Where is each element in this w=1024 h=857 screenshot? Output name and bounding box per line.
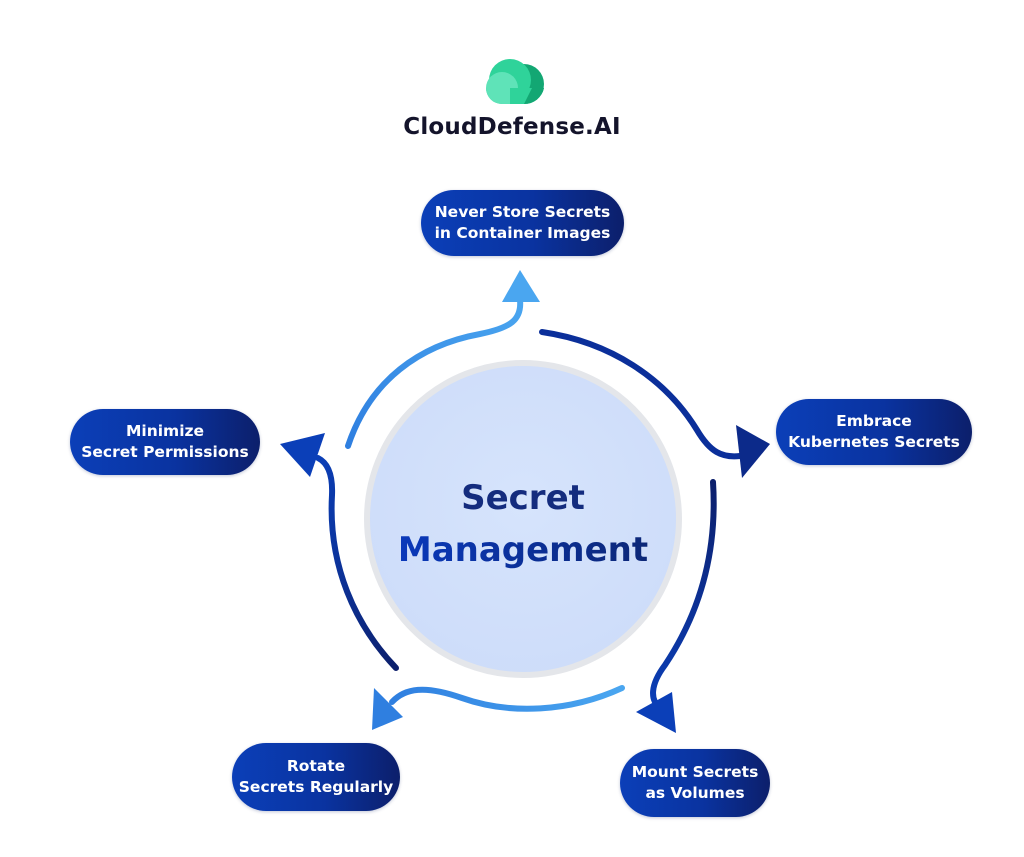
cloud-icon [486, 59, 544, 105]
arrow-to-embrace [539, 329, 743, 460]
step-label-line2: as Volumes [645, 784, 745, 802]
center-title: Secret Management [370, 472, 676, 576]
arrow-head-mount [636, 692, 676, 733]
step-label-line2: Secret Permissions [81, 443, 249, 461]
arrow-head-embrace [736, 425, 770, 478]
step-label-line1: Minimize [125, 422, 205, 440]
step-label-line1: Mount Secrets [631, 763, 759, 781]
step-label-line1: Never Store Secrets [434, 203, 611, 221]
step-rotate: Rotate Secrets Regularly [232, 743, 400, 811]
brand-name: CloudDefense.AI [403, 114, 621, 140]
arrow-head-rotate [372, 688, 403, 730]
center-title-line1: Secret [461, 478, 585, 518]
step-minimize: Minimize Secret Permissions [70, 409, 260, 475]
center-title-line2: Management [370, 524, 676, 576]
step-embrace-k8s: Embrace Kubernetes Secrets [776, 399, 972, 465]
step-label-line1: Embrace [836, 412, 912, 430]
step-label-line2: Kubernetes Secrets [788, 433, 960, 451]
arrow-to-never-store [345, 297, 524, 449]
step-never-store: Never Store Secrets in Container Images [421, 190, 624, 256]
arrow-head-never-store [502, 270, 540, 302]
step-label-line1: Rotate [286, 757, 346, 775]
arrow-head-minimize [280, 433, 325, 477]
arrow-to-minimize [315, 455, 399, 671]
step-label-line2: Secrets Regularly [238, 778, 394, 796]
arrow-to-rotate [389, 685, 625, 712]
arrow-to-mount [650, 479, 717, 711]
step-label-line2: in Container Images [434, 224, 611, 242]
center-circle [364, 360, 682, 678]
step-mount-volumes: Mount Secrets as Volumes [620, 749, 770, 817]
brand-logo: CloudDefense.AI [0, 58, 1024, 140]
